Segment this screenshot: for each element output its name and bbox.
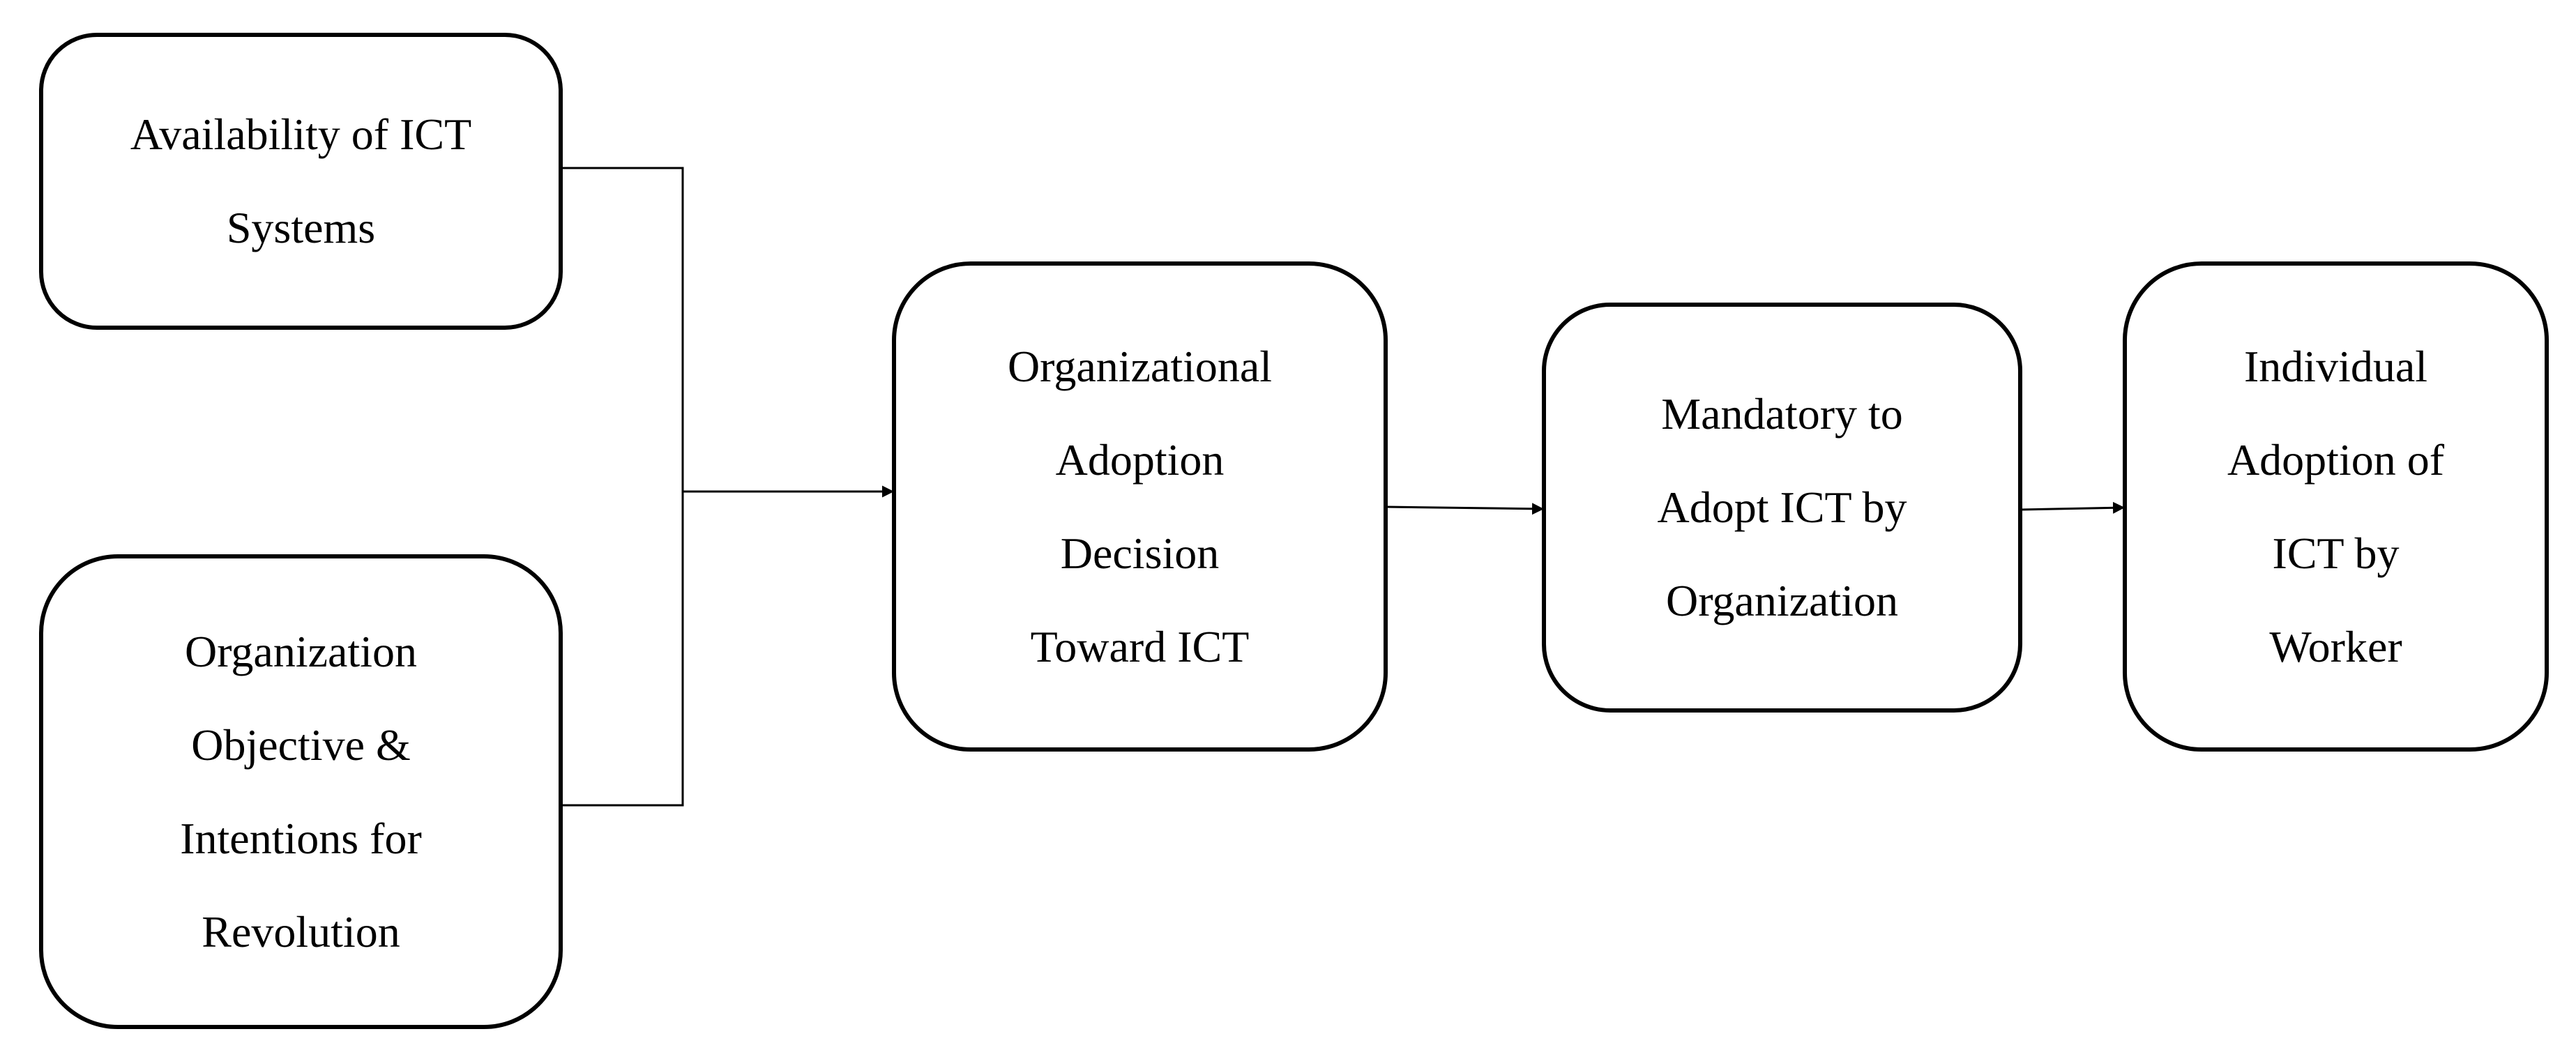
node-label-line: Adopt ICT by — [1657, 482, 1907, 532]
node-label-line: Organization — [1666, 576, 1898, 625]
node-label-line: Systems — [226, 203, 376, 252]
node-label-mandatory: Mandatory to Adopt ICT by Organization — [1544, 305, 2020, 710]
node-label-line: Adoption of — [2227, 434, 2445, 485]
node-box-org-adoption — [892, 261, 1388, 752]
node-label-line: Toward ICT — [1030, 621, 1250, 671]
edge-org-adoption-to-mandatory — [1385, 503, 1545, 515]
node-label-individual: Individual Adoption of ICT by Worker — [2125, 264, 2547, 749]
node-label-availability: Availability of ICT Systems — [41, 35, 561, 328]
edge-mandatory-to-individual — [2020, 501, 2126, 514]
node-label-line: Intentions for — [180, 813, 422, 863]
node-label-line: Objective & — [191, 720, 411, 770]
node-label-line: Availability of ICT — [130, 109, 472, 159]
node-label-line: Mandatory to — [1661, 389, 1903, 439]
node-label-line: ICT by — [2272, 528, 2400, 578]
node-label-objective: Organization Objective & Intentions for … — [41, 556, 561, 1027]
node-box-objective — [39, 554, 563, 1029]
node-label-line: Decision — [1060, 528, 1220, 578]
node-label-line: Individual — [2243, 341, 2428, 391]
node-label-line: Organization — [185, 626, 417, 676]
node-label-line: Adoption — [1055, 434, 1225, 485]
node-label-line: Worker — [2269, 621, 2402, 671]
node-label-line: Organizational — [1007, 341, 1273, 391]
node-label-line: Revolution — [202, 906, 400, 957]
node-label-org-adoption: Organizational Adoption Decision Toward … — [894, 264, 1386, 749]
node-box-individual — [2123, 261, 2549, 752]
edge-objective-to-org-adoption — [561, 492, 684, 807]
node-box-mandatory — [1542, 303, 2022, 713]
node-box-availability — [39, 33, 563, 330]
edge-availability-to-org-adoption — [561, 167, 684, 492]
